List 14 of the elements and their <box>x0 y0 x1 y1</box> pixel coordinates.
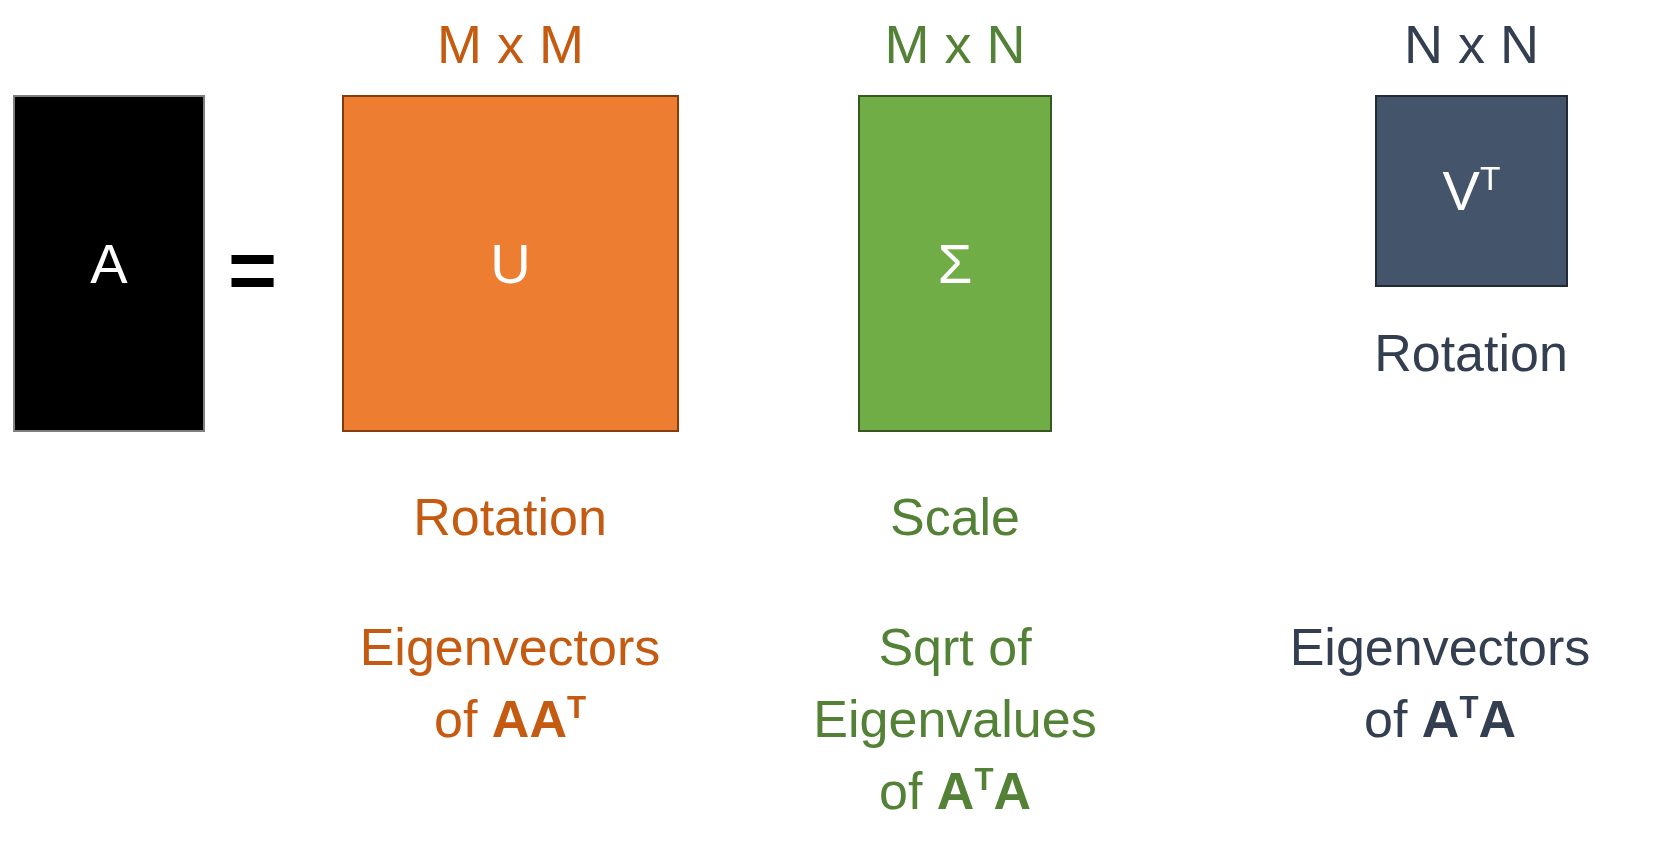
matrix-dimension: M x N <box>884 17 1026 71</box>
matrix-symbol: V$^{T}$ <box>1442 162 1501 220</box>
description-text: Sqrt of Eigenvalues of A$^{T}$A <box>812 617 1098 822</box>
matrix-dimension: N x N <box>1404 17 1539 71</box>
description-text: Eigenvectors of AA$^{T}$ <box>358 617 662 750</box>
role-caption: Rotation <box>413 487 607 548</box>
matrix-symbol: A <box>90 235 128 292</box>
role-caption: Rotation <box>1374 323 1568 384</box>
description-text: Eigenvectors of A$^{T}$A <box>1288 617 1592 750</box>
role-caption: Scale <box>889 487 1021 548</box>
matrix-symbol: U <box>490 235 531 292</box>
equals-sign: = <box>228 228 278 312</box>
matrix-dimension: M x M <box>437 17 584 71</box>
matrix-symbol: Σ <box>937 235 973 292</box>
